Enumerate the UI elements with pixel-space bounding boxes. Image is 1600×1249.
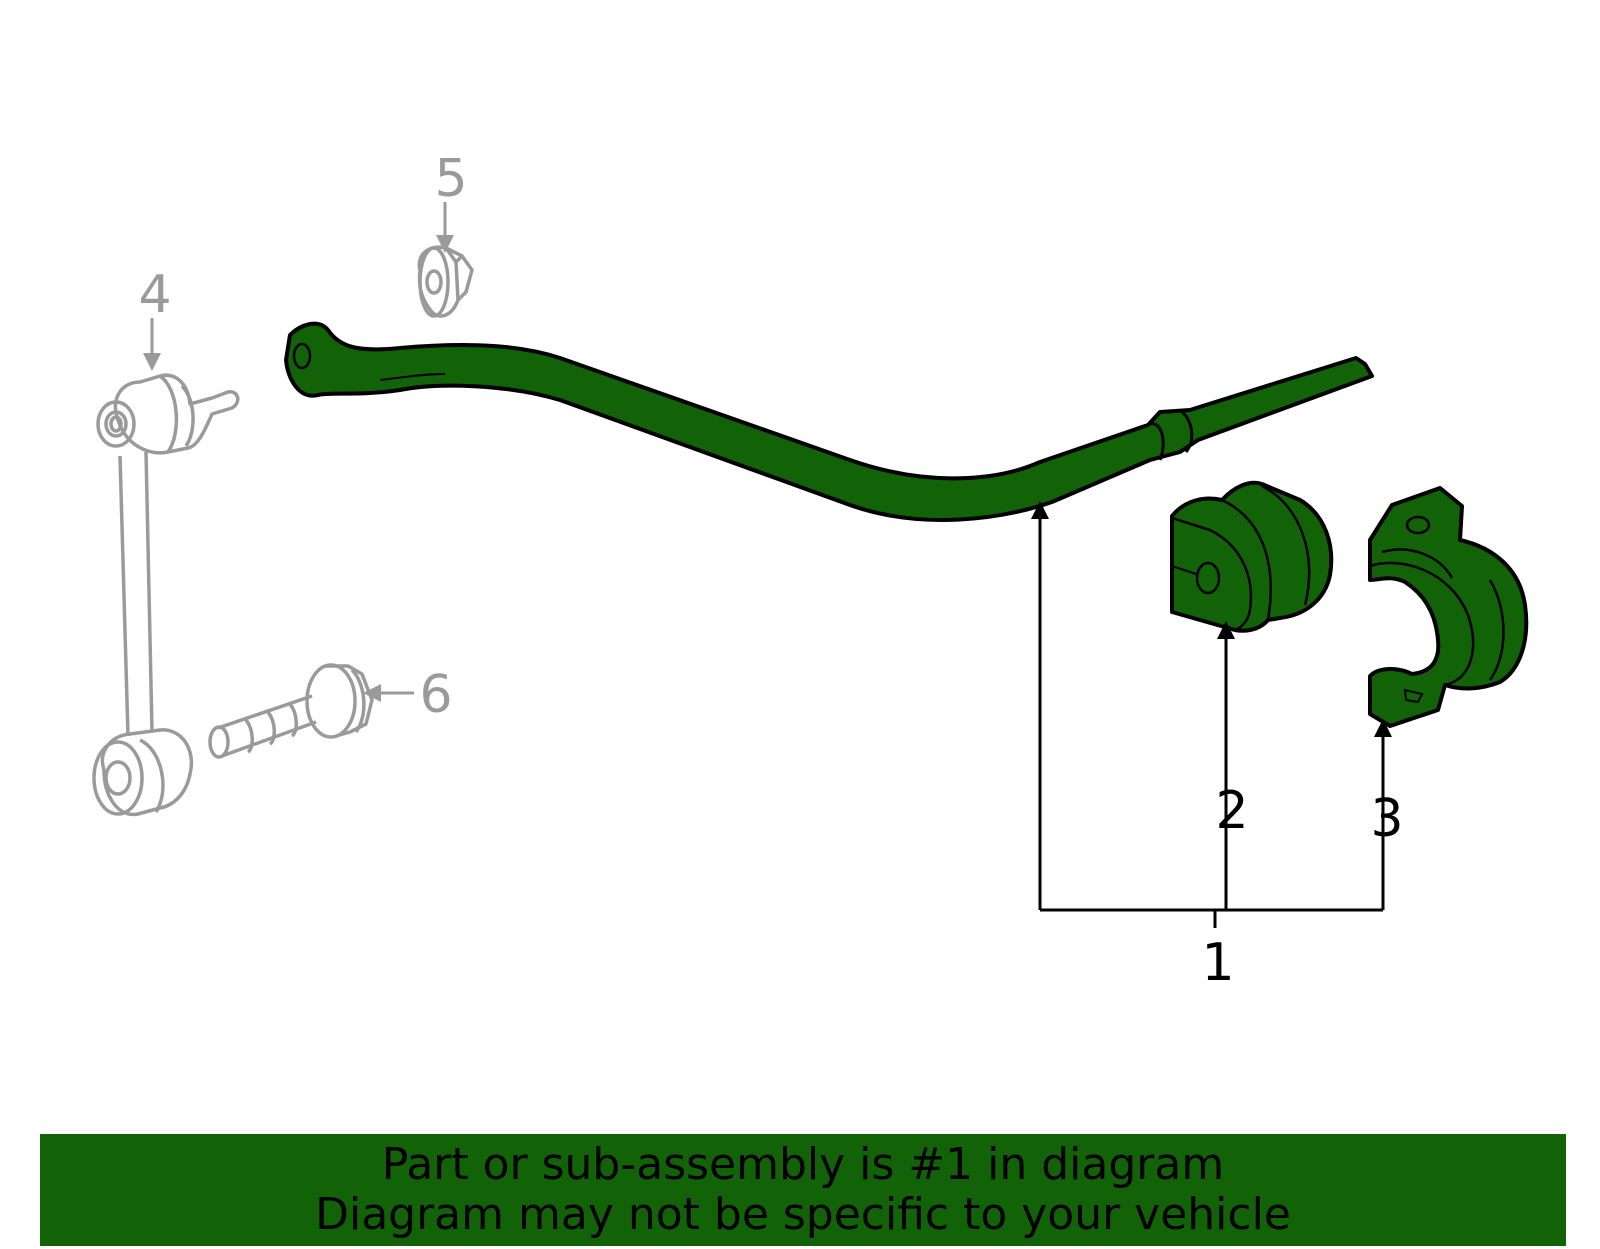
stabilizer-bar [284,321,1374,522]
stabilizer-link [92,373,240,817]
bracket [1368,486,1529,728]
callout-1: 1 [1201,933,1234,993]
leader-lines [143,202,1392,928]
callout-6: 6 [419,665,452,725]
nut [417,245,474,318]
callout-3: 3 [1370,789,1403,849]
bushing [1170,480,1334,633]
banner-line-1: Part or sub-assembly is #1 in diagram [381,1139,1225,1190]
callout-2: 2 [1215,781,1248,841]
bolt [208,663,374,759]
info-banner: Part or sub-assembly is #1 in diagram Di… [40,1134,1566,1246]
callout-4: 4 [138,265,171,325]
banner-line-2: Diagram may not be specific to your vehi… [315,1189,1291,1240]
callout-5: 5 [434,149,467,209]
